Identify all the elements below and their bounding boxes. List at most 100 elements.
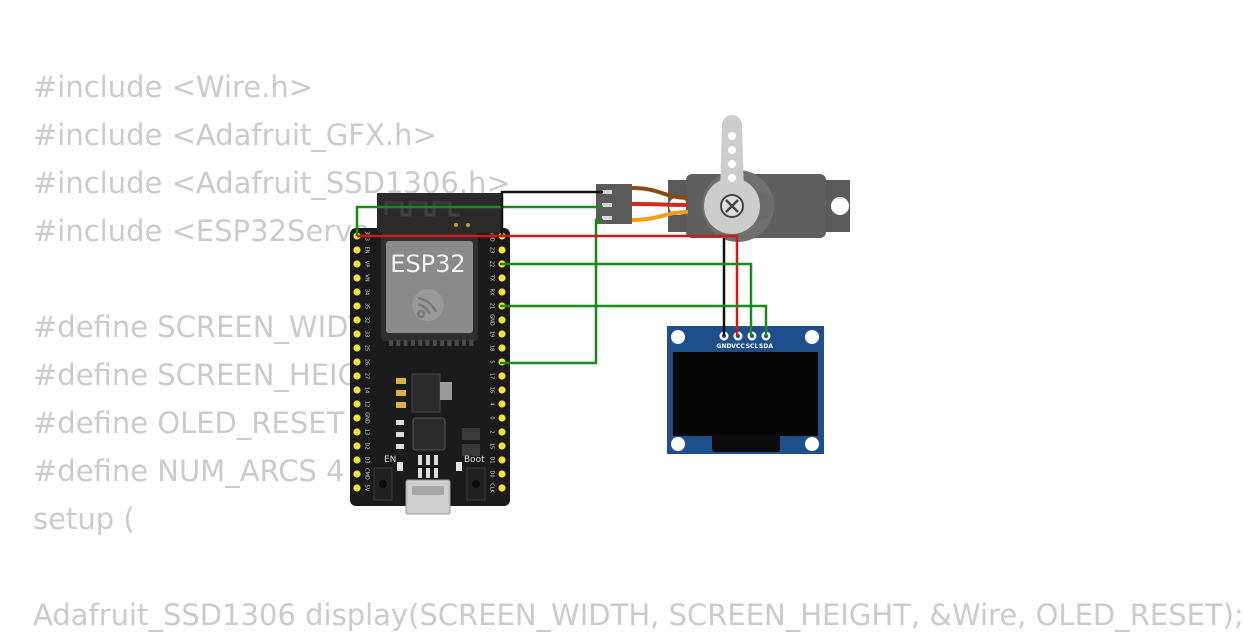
header-pin[interactable] (498, 372, 506, 380)
module-pads (389, 340, 474, 346)
pin-label: D2 (364, 442, 370, 449)
pin-label: 26 (364, 359, 370, 365)
pin-label: 5V (364, 485, 370, 492)
header-pin[interactable] (353, 372, 361, 380)
header-pin[interactable] (498, 470, 506, 478)
servo-motor[interactable] (596, 115, 850, 242)
servo-cable-orange (631, 210, 689, 222)
module-pad (462, 340, 466, 346)
pin-label: 18 (489, 345, 495, 351)
header-pin[interactable] (353, 288, 361, 296)
header-pin[interactable] (353, 358, 361, 366)
led (456, 462, 462, 471)
header-pin[interactable] (353, 274, 361, 282)
module-pad (410, 340, 415, 346)
pin-label: EN (364, 247, 370, 254)
header-pin[interactable] (498, 400, 506, 408)
header-pin[interactable] (498, 316, 506, 324)
header-pin[interactable] (353, 484, 361, 492)
wire-servo-gnd (500, 190, 603, 236)
pin-label: 35 (364, 303, 370, 309)
module-pad (396, 340, 401, 346)
header-pin[interactable] (498, 386, 506, 394)
pin-label: VP (364, 261, 370, 267)
pin-label: 33 (364, 331, 370, 337)
servo-screw-icon (720, 194, 744, 218)
boot-button-cap (472, 480, 480, 488)
module-pad (432, 340, 437, 346)
header-pin[interactable] (353, 428, 361, 436)
header-pin[interactable] (498, 442, 506, 450)
micro-usb-port[interactable] (405, 479, 451, 515)
component (440, 382, 452, 400)
header-pin[interactable] (353, 344, 361, 352)
module-pad (418, 340, 423, 346)
module-pad (454, 340, 459, 346)
micro-usb-opening (412, 486, 444, 495)
header-pin[interactable] (353, 386, 361, 394)
oled-pin-label: VCC (731, 343, 745, 350)
oled-ribbon (712, 434, 780, 452)
header-pin[interactable] (353, 456, 361, 464)
code-line: setup ( (33, 502, 135, 536)
module-pad (469, 340, 474, 346)
header-pin[interactable] (498, 456, 506, 464)
smd-component (462, 428, 480, 440)
header-pin[interactable] (498, 428, 506, 436)
header-pin[interactable] (498, 484, 506, 492)
module-pad (403, 340, 408, 346)
header-pin[interactable] (353, 470, 361, 478)
pin-label: 17 (489, 373, 495, 379)
header-pin[interactable] (498, 344, 506, 352)
pin-label: 13 (364, 429, 370, 435)
connector-pin (602, 203, 612, 207)
connector-pin (602, 190, 612, 194)
left-pin-header (353, 232, 361, 492)
pin-label: 2 (489, 430, 495, 433)
esp32-board[interactable]: 3V3ENVPVN343532332526271412GND13D2D3CMD5… (350, 193, 510, 515)
module-pad (440, 340, 445, 346)
pin-label: 16 (489, 387, 495, 393)
header-pin[interactable] (353, 414, 361, 422)
oled-mount-hole (671, 437, 685, 451)
code-line: #include <Adafruit_GFX.h> (33, 118, 437, 152)
pin-label: 12 (364, 401, 370, 407)
header-pin[interactable] (353, 316, 361, 324)
header-pin[interactable] (498, 246, 506, 254)
oled-mount-hole (805, 437, 819, 451)
module-pad (389, 340, 393, 346)
header-pin[interactable] (353, 302, 361, 310)
header-pin[interactable] (498, 274, 506, 282)
header-pin[interactable] (498, 330, 506, 338)
wire-servo-to-esp32 (500, 218, 603, 365)
pin-label: VN (364, 274, 370, 281)
servo-connector[interactable] (596, 184, 632, 224)
pin-label: 27 (364, 373, 370, 379)
oled-pin-label: SDA (759, 343, 773, 350)
header-pin[interactable] (353, 400, 361, 408)
code-line: Adafruit_SSD1306 display(SCREEN_WIDTH, S… (33, 598, 1244, 632)
antenna-dot (454, 223, 458, 227)
pin-label: 5 (489, 360, 495, 363)
header-pin[interactable] (353, 442, 361, 450)
header-pin[interactable] (353, 260, 361, 268)
pin-label: D1 (489, 456, 495, 463)
esp32-antenna (377, 193, 501, 233)
wire-vcc (357, 234, 739, 336)
pin-label: 23 (489, 247, 495, 253)
oled-mount-hole (671, 330, 685, 344)
header-pin[interactable] (498, 288, 506, 296)
smd-component (396, 390, 406, 396)
pin-label: GND (489, 314, 495, 326)
pin-label: 0 (489, 416, 495, 419)
pin-label: 4 (489, 402, 495, 405)
boot-button-label: Boot (464, 455, 485, 465)
pin-label: 22 (489, 261, 495, 267)
pin-label: D3 (364, 456, 370, 463)
wire-scl (500, 262, 753, 336)
header-pin[interactable] (353, 246, 361, 254)
header-pin[interactable] (353, 330, 361, 338)
espressif-logo-icon (412, 289, 444, 321)
header-pin[interactable] (498, 414, 506, 422)
